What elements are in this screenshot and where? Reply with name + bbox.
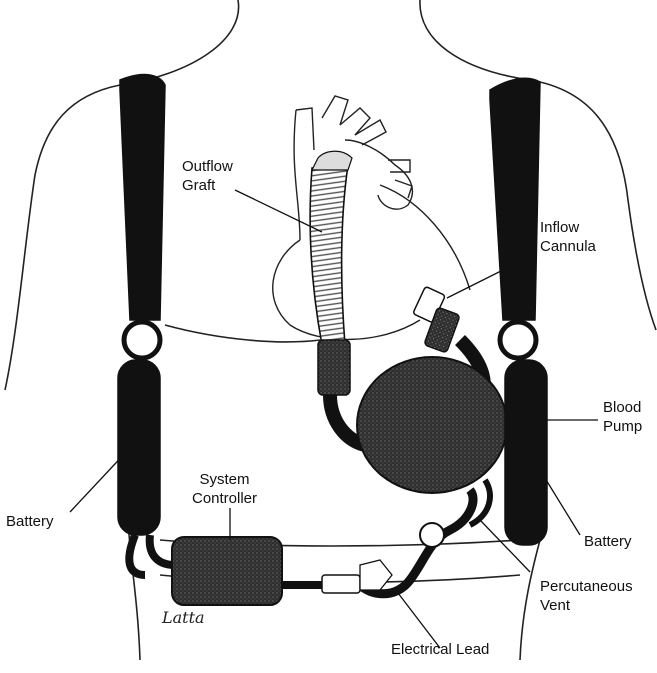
electrical-lead-label: Electrical Lead	[391, 640, 489, 659]
electrical-lead-label-text: Electrical Lead	[391, 641, 489, 658]
outflow-graft-label-line1: Outflow	[182, 157, 233, 176]
inflow-cannula-label: Inflow Cannula	[540, 218, 596, 256]
percutaneous-vent-label-line2: Vent	[540, 596, 633, 615]
blood-pump-label-line1: Blood	[603, 398, 642, 417]
outflow-graft	[310, 165, 348, 345]
blood-pump-label-line2: Pump	[603, 417, 642, 436]
percutaneous-vent-label-line1: Percutaneous	[540, 577, 633, 596]
system-controller-label-line2: Controller	[192, 489, 257, 508]
system-controller	[172, 537, 282, 605]
artist-signature-text: Latta	[162, 608, 205, 627]
system-controller-label-line1: System	[192, 470, 257, 489]
outflow-graft-label-line2: Graft	[182, 176, 233, 195]
blood-pump	[357, 357, 507, 493]
battery-right-label-text: Battery	[584, 533, 632, 550]
percutaneous-vent-label: Percutaneous Vent	[540, 577, 633, 615]
electrical-lead-connector	[322, 560, 392, 593]
right-harness	[490, 78, 547, 545]
inflow-cannula-label-line2: Cannula	[540, 237, 596, 256]
left-battery	[118, 360, 160, 535]
inflow-cannula-label-line1: Inflow	[540, 218, 596, 237]
outflow-graft-label: Outflow Graft	[182, 157, 233, 195]
right-battery	[505, 360, 547, 545]
battery-right-label: Battery	[584, 532, 632, 551]
artist-signature: Latta	[162, 608, 205, 627]
system-controller-label: System Controller	[192, 470, 257, 508]
blood-pump-label: Blood Pump	[603, 398, 642, 436]
battery-left-label-text: Battery	[6, 513, 54, 530]
graft-anastomosis	[312, 151, 352, 170]
battery-left-label: Battery	[6, 512, 54, 531]
outflow-connector	[318, 340, 350, 395]
